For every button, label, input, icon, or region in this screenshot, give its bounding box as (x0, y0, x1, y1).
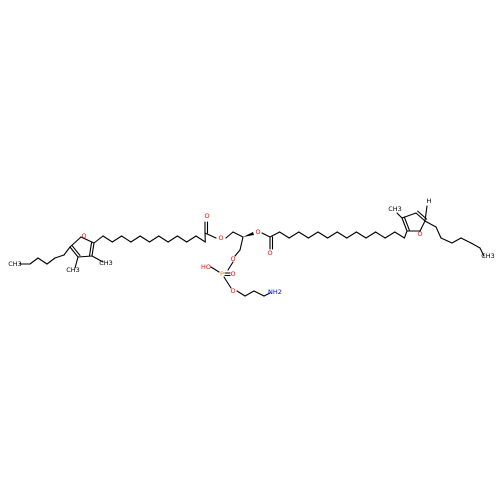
bond-acyl-chain-right (269, 231, 281, 238)
bond-furan-right-double (403, 216, 410, 231)
atom-oh-phosphate: HO (201, 263, 211, 271)
bond-methyl-left-a (91, 255, 104, 263)
atom-o-furan-right: O (417, 230, 422, 238)
atom-o-phosphate-bridge: O (230, 255, 235, 263)
bond-acyl-chain-right (336, 231, 348, 239)
atom-o-ester-right: O (255, 228, 260, 236)
bond-phosphate-ester (223, 276, 232, 289)
bond-furan-left-double (71, 244, 81, 256)
bond-acyl-chain-right (394, 231, 405, 239)
bond-phosphate-o (227, 261, 234, 271)
bond-acyl-chain-right (298, 231, 309, 239)
atom-o-furan-left: O (81, 232, 86, 240)
bond-pentyl-left (37, 257, 48, 265)
bond-phosphate-oh (210, 266, 220, 273)
bond-ethanolamine (244, 290, 255, 297)
bond-ethanolamine (253, 290, 265, 297)
bond-furan-left (80, 236, 95, 244)
atom-o-ester-left: O (218, 234, 223, 242)
bond-acyl-chain-right (375, 231, 386, 239)
bond-pentyl-left (63, 246, 71, 256)
atom-ch3-right: CH3 (388, 205, 402, 213)
bond-acyl-chain-right (365, 231, 377, 239)
bond-glycerol (232, 231, 244, 238)
atom-labels: O CH3 CH3 CH3 O O O O O HO P O O NH2 O C… (8, 197, 495, 296)
atom-ch3-left-b: CH3 (66, 266, 80, 274)
bond-pentyl-right (440, 237, 453, 244)
bond-acyl-chain-right (279, 231, 290, 239)
bond-glycerol (225, 231, 234, 239)
bond-h-right (424, 205, 428, 222)
bond-pentyl-right (470, 242, 481, 249)
bond-acyl-chain-right (288, 231, 300, 239)
atom-o-phosphate-ester: O (230, 287, 235, 295)
bond-furan-left (91, 242, 95, 257)
bond-acyl-chain-left (121, 235, 132, 243)
bond-glycerol-o (234, 249, 241, 257)
atom-p-phosphate: P (220, 270, 224, 278)
bond-acyl-chain-left (130, 235, 141, 243)
bond-pentyl-right (451, 237, 462, 244)
atom-ch3-left-a: CH3 (99, 259, 113, 267)
bond-ethanolamine (236, 290, 246, 297)
bond-pentyl-left (29, 257, 39, 265)
atom-ch3-pentyl-right: CH3 (481, 252, 495, 260)
atom-h-furan-right: H (427, 197, 432, 205)
bond-stereo-wedge (243, 232, 254, 237)
bond-acyl-chain-right (403, 230, 408, 239)
atom-o-ester-right-carbonyl: O (267, 249, 272, 257)
bond-acyl-chain-right (327, 231, 338, 239)
bond-acyl-chain-left (139, 235, 151, 243)
bond-acyl-chain-right (317, 231, 329, 239)
bond-acyl-chain-left (148, 235, 160, 243)
bond-ester-right (261, 232, 271, 238)
bonds (19, 205, 485, 297)
bond-acyl-chain-right (346, 231, 357, 239)
bond-pentyl-right (460, 237, 472, 244)
bond-ethanolamine (263, 292, 271, 297)
bond-furan-right (415, 212, 426, 222)
bond-furan-right (419, 220, 426, 232)
bond-acyl-chain-right (355, 231, 367, 239)
bond-furan-left (77, 255, 93, 258)
atom-nh2: NH2 (268, 288, 282, 296)
bond-pentyl-right (424, 220, 437, 228)
bond-acyl-chain-left (186, 235, 197, 243)
bond-acyl-chain-left (111, 235, 123, 243)
bond-acyl-chain-left (176, 235, 188, 243)
bond-pentyl-left (54, 254, 65, 259)
bond-methyl-right (396, 212, 403, 219)
bond-acyl-chain-left (93, 235, 104, 244)
bond-glycerol-ch2 (239, 236, 244, 251)
bond-acyl-chain-left (167, 235, 178, 243)
bond-acyl-chain-right (384, 231, 396, 239)
bond-furan-left-double (88, 242, 93, 257)
atom-o-ester-left-carbonyl: O (204, 212, 209, 220)
bond-methyl-left-b (74, 256, 79, 269)
bond-pentyl-right (435, 226, 442, 239)
bond-acyl-chain-left (195, 235, 206, 243)
bond-ester-left (204, 232, 217, 239)
bond-pentyl-left (46, 257, 56, 265)
bond-furan-right (401, 217, 408, 232)
bond-acyl-chain-right (307, 231, 319, 239)
atom-ch3-pentyl-left: CH3 (8, 260, 22, 268)
bond-pentyl-right (479, 247, 485, 257)
bond-acyl-chain-left (158, 235, 169, 243)
atom-o-phosphate-double: O (230, 270, 235, 278)
bond-furan-left (69, 246, 79, 258)
bond-acyl-chain-left (102, 235, 113, 243)
